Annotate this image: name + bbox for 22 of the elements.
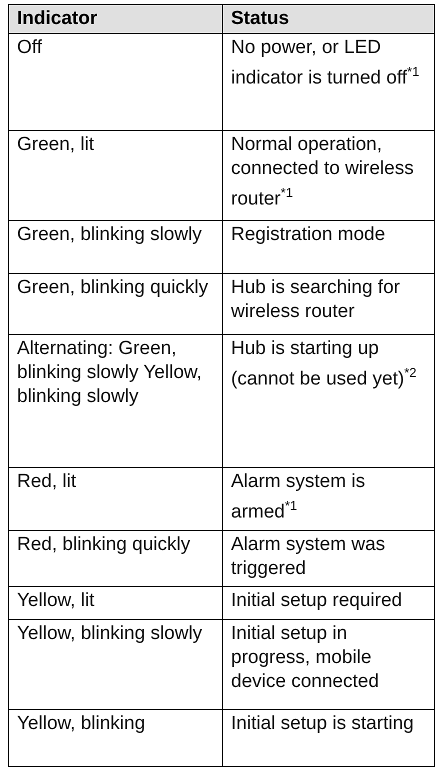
table-cell: Alarm system is armed$^{*1}$ (222, 468, 434, 530)
table-cell: Initial setup in progress, mobile device connected (222, 620, 434, 710)
table-cell: Alternating: Green, blinking slowly Yellow, blinking slowly (8, 334, 222, 468)
table-cell: Red, lit (8, 468, 222, 530)
table-cell: Hub is starting up (cannot be used yet)$^{*2}$ (222, 334, 434, 468)
column-header: Status (222, 4, 434, 34)
table-cell: Initial setup required (222, 586, 434, 620)
table-cell: Red, blinking quickly (8, 530, 222, 586)
table-cell: Green, lit (8, 130, 222, 220)
column-header: Indicator (8, 4, 222, 34)
table-cell: Initial setup is starting (222, 710, 434, 766)
table-cell: Green, blinking quickly (8, 274, 222, 334)
table-cell: No power, or LED indicator is turned off$^{*1}$ (222, 34, 434, 130)
table-cell: Green, blinking slowly (8, 220, 222, 274)
table-cell: Yellow, lit (8, 586, 222, 620)
table-cell: Alarm system was triggered (222, 530, 434, 586)
table-cell: Hub is searching for wireless router (222, 274, 434, 334)
table-cell: Off (8, 34, 222, 130)
table-cell: Yellow, blinking slowly (8, 620, 222, 710)
table-cell: Yellow, blinking (8, 710, 222, 766)
table-cell: Normal operation, connected to wireless router$^{*1}$ (222, 130, 434, 220)
table-cell: Registration mode (222, 220, 434, 274)
